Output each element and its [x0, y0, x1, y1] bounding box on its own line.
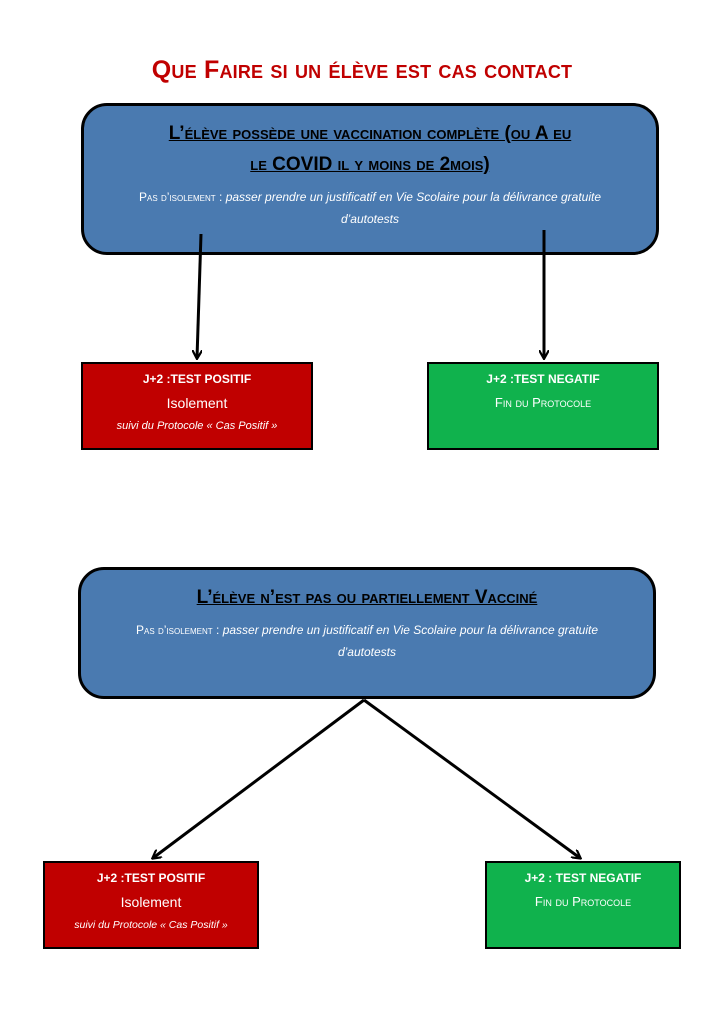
- vaccinated-heading-line1: L’élève possède une vaccination complète…: [168, 123, 572, 144]
- positive-line: Isolement: [166, 395, 228, 411]
- vaccinated-isolation-note: Pas d’isolement : passer prendre un just…: [84, 186, 656, 230]
- positive-sub: suivi du Protocole « Cas Positif »: [116, 420, 278, 432]
- negative-title: J+2 : TEST NEGATIF: [524, 871, 642, 885]
- unvaccinated-negative-box: J+2 : TEST NEGATIF Fin du Protocole: [485, 861, 681, 949]
- arrow-to-unvaccinated-positive: [153, 698, 365, 858]
- negative-line: Fin du Protocole: [494, 395, 592, 410]
- positive-line: Isolement: [120, 894, 182, 910]
- isolation-text: passer prendre un justificatif en Vie Sc…: [222, 623, 599, 637]
- vaccinated-condition-box: L’élève possède une vaccination complète…: [81, 103, 659, 255]
- positive-title: J+2 :TEST POSITIF: [96, 871, 206, 885]
- positive-sub: suivi du Protocole « Cas Positif »: [74, 919, 228, 931]
- isolation-label: Pas d’isolement :: [135, 623, 220, 637]
- negative-line: Fin du Protocole: [534, 894, 632, 909]
- page-title: Que Faire si un élève est cas contact: [151, 56, 573, 84]
- isolation-text: passer prendre un justificatif en Vie Sc…: [225, 190, 602, 204]
- negative-title: J+2 :TEST NEGATIF: [486, 372, 600, 386]
- isolation-label: Pas d’isolement :: [138, 190, 223, 204]
- arrow-to-unvaccinated-negative: [363, 698, 580, 858]
- isolation-text-2: d’autotests: [340, 212, 400, 226]
- arrow-to-vaccinated-positive: [197, 233, 203, 358]
- vaccinated-positive-box: J+2 :TEST POSITIF Isolement suivi du Pro…: [81, 362, 313, 450]
- unvaccinated-isolation-note: Pas d’isolement : passer prendre un just…: [81, 619, 653, 663]
- vaccinated-negative-box: J+2 :TEST NEGATIF Fin du Protocole: [427, 362, 659, 450]
- isolation-text-2: d’autotests: [337, 645, 397, 659]
- positive-title: J+2 :TEST POSITIF: [142, 372, 252, 386]
- unvaccinated-condition-box: L’élève n’est pas ou partiellement Vacci…: [78, 567, 656, 699]
- unvaccinated-heading: L’élève n’est pas ou partiellement Vacci…: [196, 587, 538, 608]
- vaccinated-heading-line2: le COVID il y moins de 2mois): [250, 154, 490, 175]
- unvaccinated-positive-box: J+2 :TEST POSITIF Isolement suivi du Pro…: [43, 861, 259, 949]
